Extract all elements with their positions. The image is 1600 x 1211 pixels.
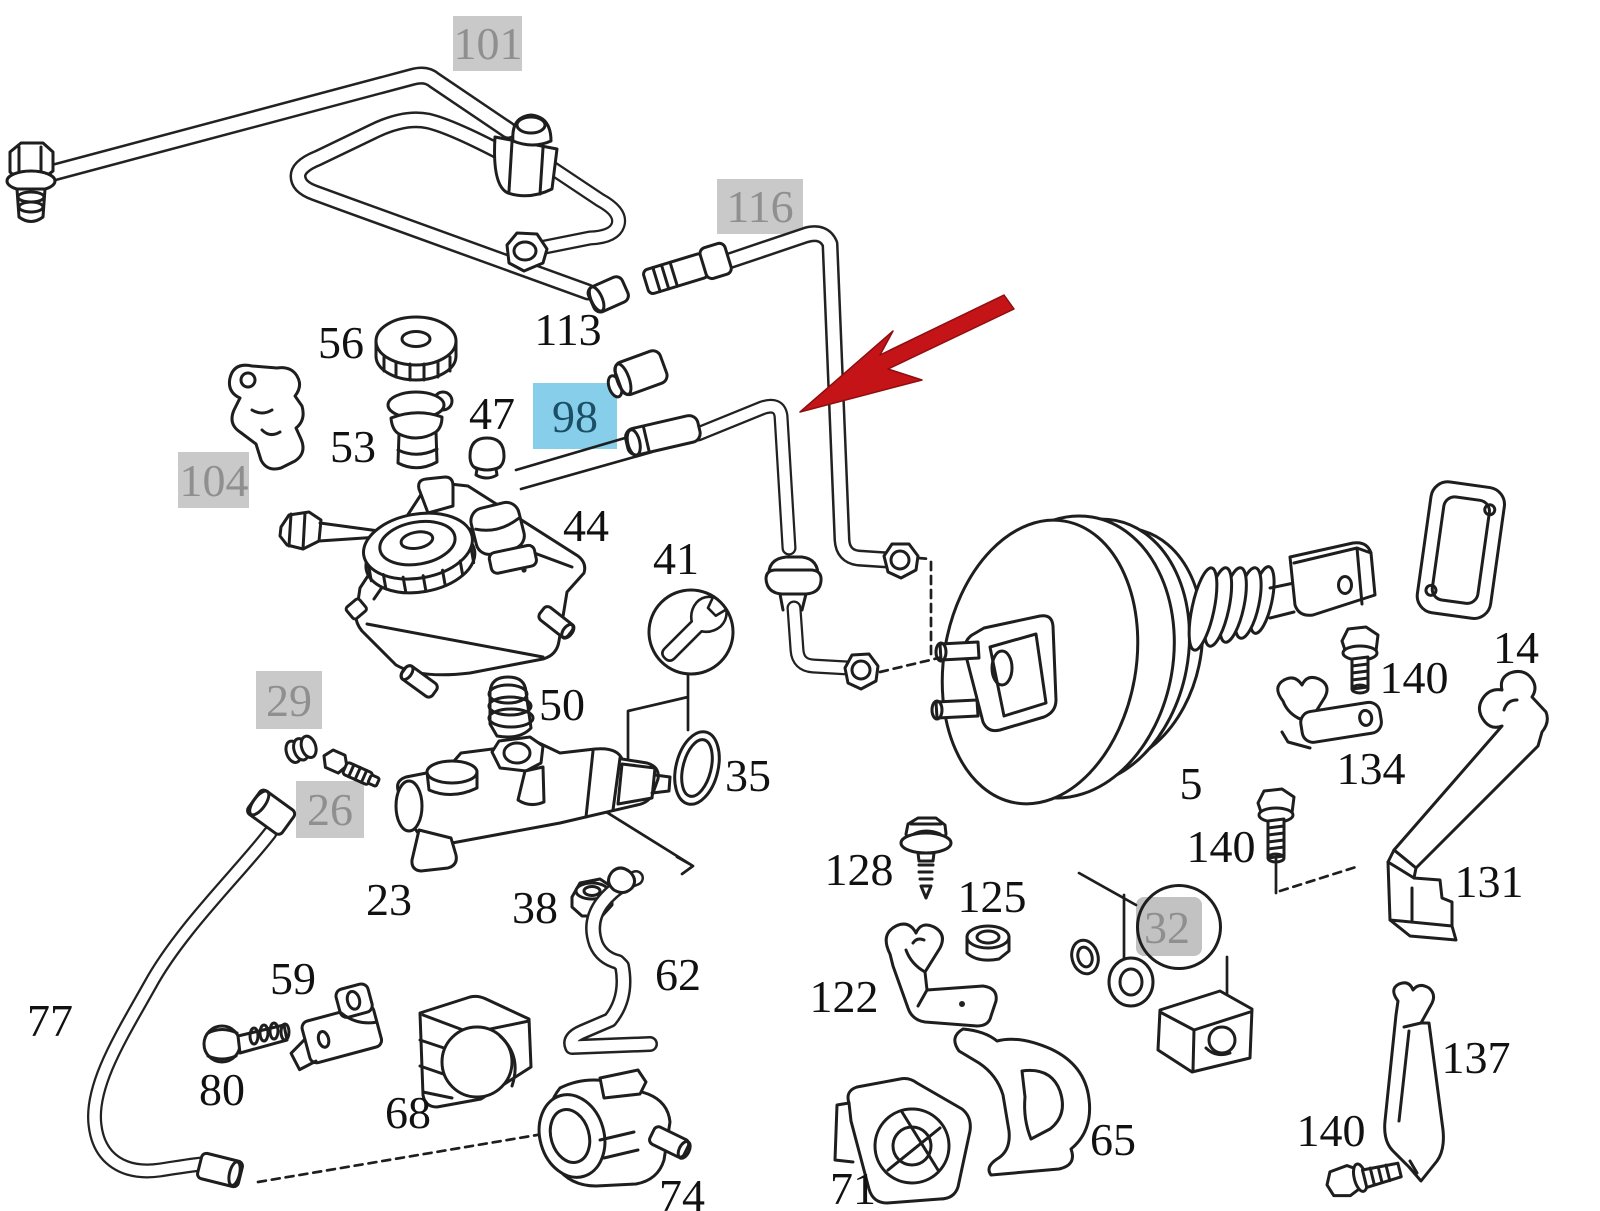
svg-text:26: 26 bbox=[307, 784, 353, 835]
svg-text:140: 140 bbox=[1380, 652, 1449, 703]
svg-text:71: 71 bbox=[830, 1163, 876, 1211]
svg-text:122: 122 bbox=[810, 971, 879, 1022]
svg-text:50: 50 bbox=[539, 679, 585, 730]
svg-text:38: 38 bbox=[512, 882, 558, 933]
svg-text:65: 65 bbox=[1090, 1114, 1136, 1165]
svg-text:140: 140 bbox=[1187, 821, 1256, 872]
svg-text:56: 56 bbox=[318, 317, 364, 368]
svg-text:140: 140 bbox=[1297, 1105, 1366, 1156]
svg-text:137: 137 bbox=[1442, 1032, 1511, 1083]
svg-text:47: 47 bbox=[469, 388, 515, 439]
svg-text:125: 125 bbox=[958, 871, 1027, 922]
svg-text:74: 74 bbox=[659, 1170, 705, 1211]
svg-text:53: 53 bbox=[330, 421, 376, 472]
svg-text:77: 77 bbox=[27, 995, 73, 1046]
svg-text:128: 128 bbox=[825, 844, 894, 895]
svg-text:41: 41 bbox=[653, 533, 699, 584]
svg-text:68: 68 bbox=[385, 1087, 431, 1138]
svg-text:29: 29 bbox=[266, 675, 312, 726]
svg-text:116: 116 bbox=[726, 181, 793, 232]
svg-text:101: 101 bbox=[454, 18, 523, 69]
svg-text:5: 5 bbox=[1180, 758, 1203, 809]
svg-text:23: 23 bbox=[366, 874, 412, 925]
svg-text:104: 104 bbox=[180, 455, 249, 506]
svg-text:80: 80 bbox=[199, 1064, 245, 1115]
svg-text:59: 59 bbox=[270, 953, 316, 1004]
svg-text:44: 44 bbox=[563, 500, 609, 551]
svg-text:14: 14 bbox=[1493, 622, 1539, 673]
svg-text:113: 113 bbox=[534, 304, 601, 355]
svg-text:98: 98 bbox=[552, 391, 598, 442]
svg-text:131: 131 bbox=[1455, 856, 1524, 907]
svg-text:35: 35 bbox=[725, 750, 771, 801]
svg-text:32: 32 bbox=[1144, 902, 1190, 953]
svg-text:134: 134 bbox=[1337, 743, 1406, 794]
svg-text:62: 62 bbox=[655, 949, 701, 1000]
